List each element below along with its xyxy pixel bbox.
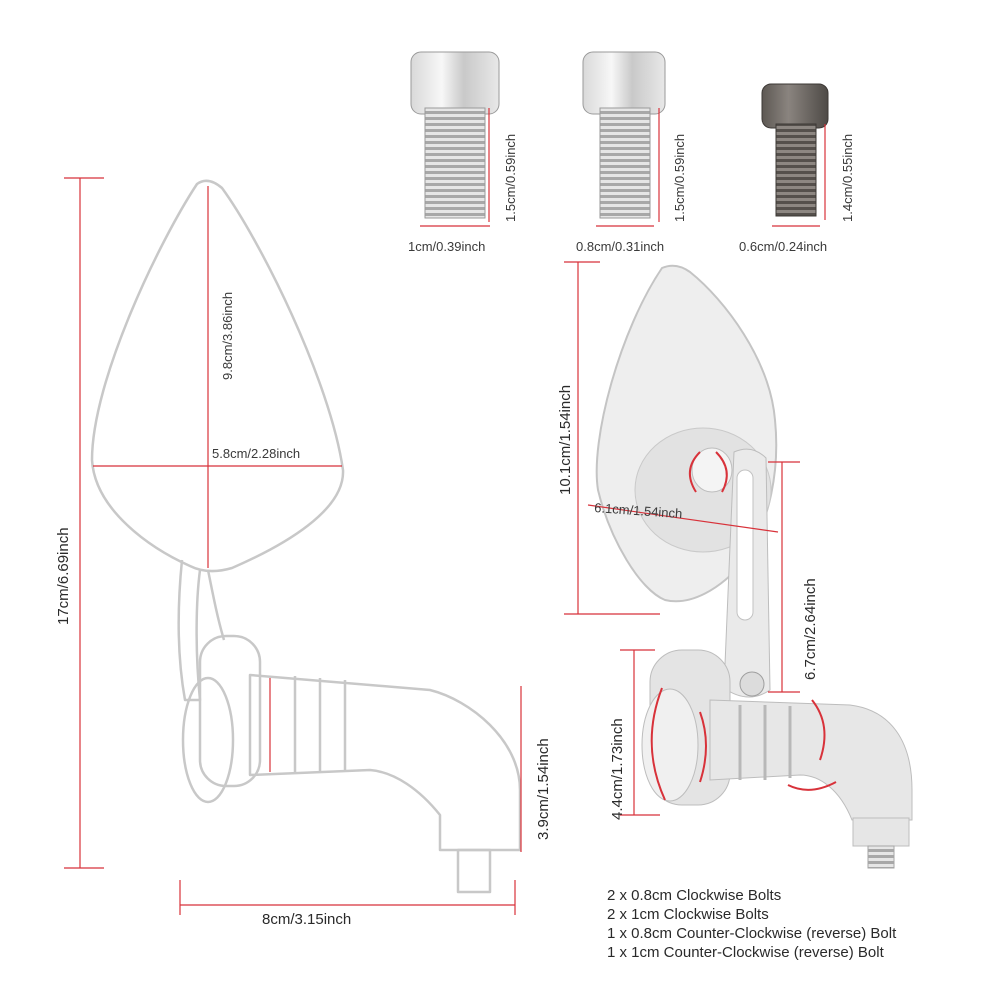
rotation-arrow (699, 711, 707, 783)
left-mirror-arm (248, 673, 522, 852)
bolt-1-thread (424, 107, 486, 219)
bolt-2-diameter-label: 0.8cm/0.31inch (576, 239, 664, 254)
left-mirror-end-cap (181, 676, 235, 804)
rotation-arrow (811, 699, 826, 761)
right-head-height-label: 10.1cm/1.54inch (557, 385, 574, 495)
rotation-arrow (787, 781, 837, 791)
right-mirror-screw (739, 671, 765, 697)
package-note: 1 x 0.8cm Counter-Clockwise (reverse) Bo… (607, 925, 897, 942)
package-note: 2 x 1cm Clockwise Bolts (607, 906, 769, 923)
right-mirror (595, 264, 913, 869)
left-mirror-clamp (198, 634, 262, 788)
left-total-width-label: 8cm/3.15inch (262, 911, 351, 928)
bolt-2-thread (599, 107, 651, 219)
bolt-3-head (761, 83, 829, 129)
right-mirror-threaded-stud (867, 845, 895, 869)
rotation-arrow (650, 687, 666, 801)
bolt-1-diameter-label: 1cm/0.39inch (408, 239, 485, 254)
bolt-3-length-label: 1.4cm/0.55inch (840, 134, 855, 222)
bolt-3-diameter-label: 0.6cm/0.24inch (739, 239, 827, 254)
rotation-arrow (689, 451, 701, 493)
package-note: 1 x 1cm Counter-Clockwise (reverse) Bolt (607, 944, 885, 961)
left-arm-height-label: 3.9cm/1.54inch (535, 738, 552, 840)
right-mirror-stem-slot (736, 469, 754, 621)
left-mirror-stem-inner (206, 569, 226, 641)
bolt-2-length-label: 1.5cm/0.59inch (672, 134, 687, 222)
right-stem-height-label: 6.7cm/2.64inch (802, 578, 819, 680)
bolt-1-length-label: 1.5cm/0.59inch (503, 134, 518, 222)
right-base-height-label: 4.4cm/1.73inch (609, 718, 626, 820)
right-mirror-end-cap (641, 688, 699, 802)
right-mirror-base-nut (852, 817, 910, 847)
rotation-arrow (715, 451, 728, 493)
right-head-width-line (587, 504, 779, 533)
bolt-3-thread (775, 123, 817, 217)
left-mirror-glass (90, 179, 345, 573)
right-mirror-dimensions (564, 261, 837, 816)
package-notes: 2 x 0.8cm Clockwise Bolts 2 x 1cm Clockw… (607, 887, 897, 961)
right-mirror-arm (709, 699, 913, 821)
bolt-1: 1cm/0.39inch 1.5cm/0.59inch (408, 51, 518, 254)
bolt-3: 0.6cm/0.24inch 1.4cm/0.55inch (739, 83, 855, 254)
package-note: 2 x 0.8cm Clockwise Bolts (607, 887, 781, 904)
bolt-2: 0.8cm/0.31inch 1.5cm/0.59inch (576, 51, 687, 254)
bolt-2-head (582, 51, 666, 115)
left-mirror-threaded-stud (456, 848, 492, 894)
bolt-1-head (410, 51, 500, 115)
left-glass-height-label: 9.8cm/3.86inch (220, 292, 235, 380)
left-glass-width-label: 5.8cm/2.28inch (212, 446, 300, 461)
left-mirror-dimensions (64, 177, 522, 915)
right-head-width-label: 6.1cm/1.54inch (594, 500, 683, 521)
left-mirror (90, 179, 522, 894)
left-total-height-label: 17cm/6.69inch (55, 527, 72, 625)
left-mirror-stem (177, 559, 202, 702)
